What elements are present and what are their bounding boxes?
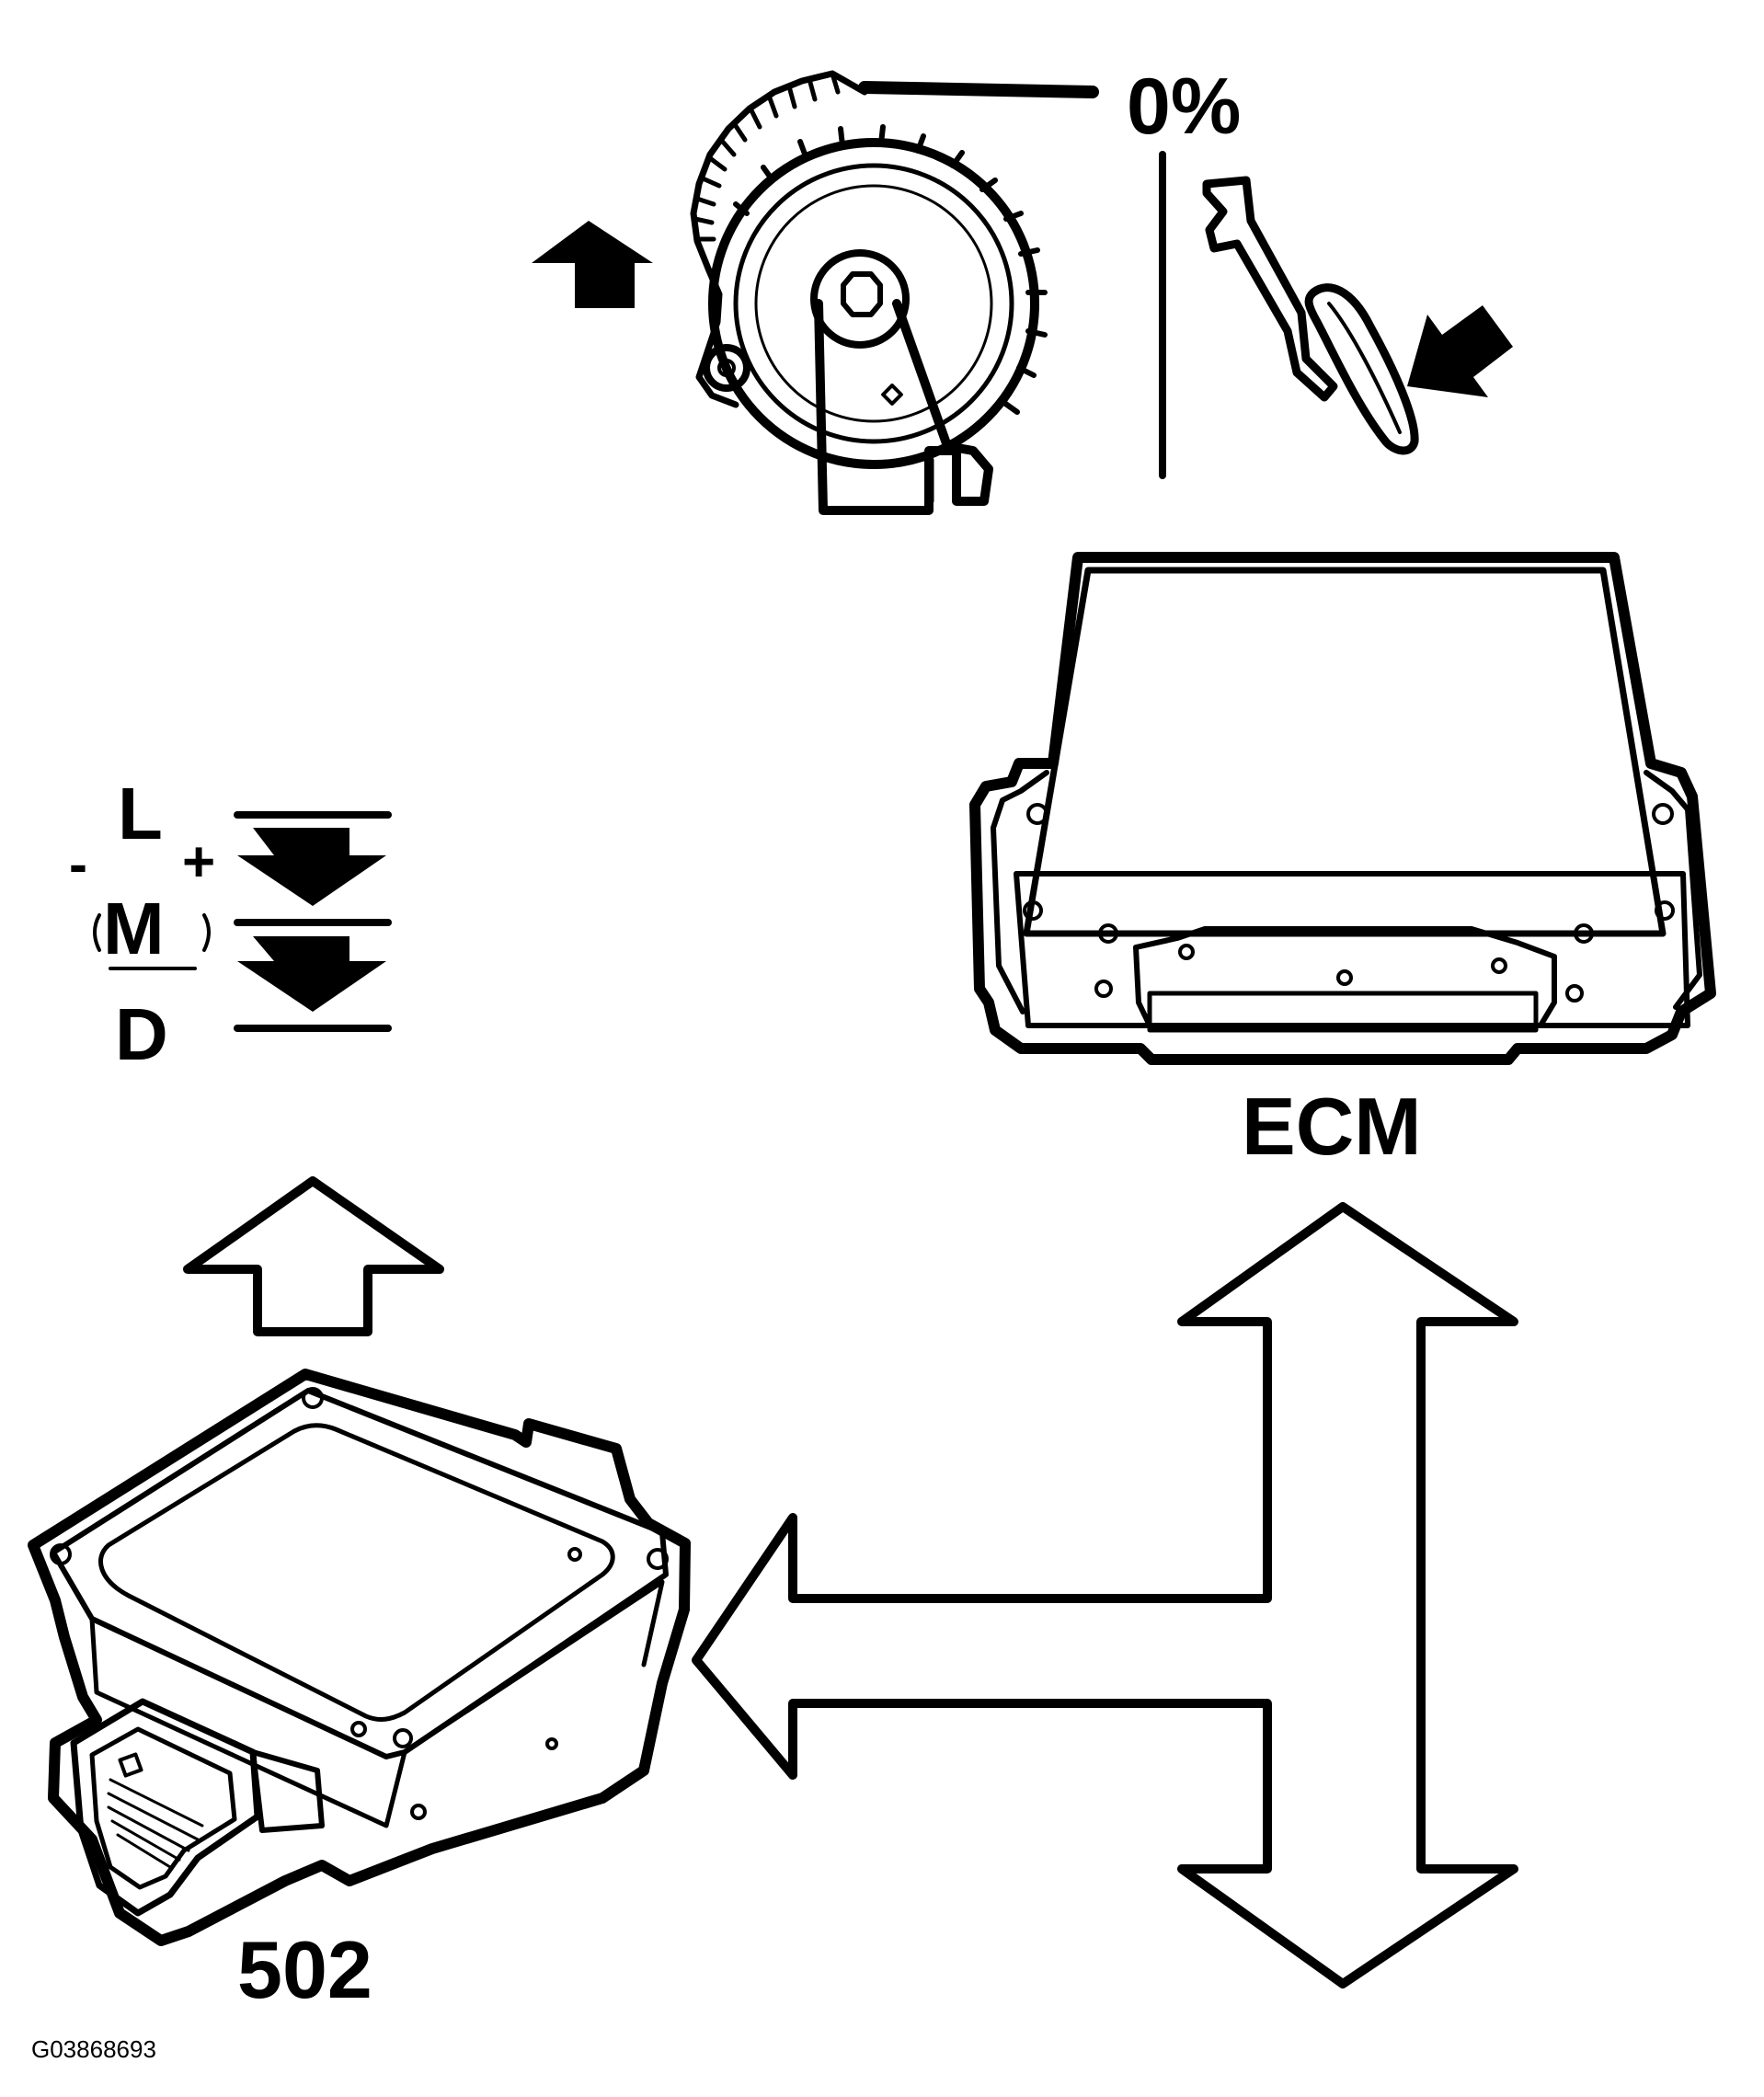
ecm-module-illustration: [969, 552, 1716, 1065]
gear-label-minus: -: [69, 833, 87, 895]
gear-label-l: L: [118, 773, 163, 854]
shift-down-arrow-icon: [237, 828, 386, 906]
manual-gate-bracket: [93, 913, 211, 970]
ecm-label: ECM: [1242, 1081, 1422, 1172]
throttle-percent-label: 0%: [1127, 63, 1241, 151]
pedal-press-arrow-icon: [1407, 305, 1513, 397]
bidirectional-communication-arrow-icon: [692, 1202, 1518, 1988]
figure-id: G03868693: [31, 2035, 156, 2063]
shift-down-arrow-icon: [237, 936, 386, 1012]
output-up-arrow-icon: [183, 1176, 444, 1336]
module-502-illustration: [28, 1369, 691, 1946]
gear-label-plus: +: [182, 831, 215, 894]
accelerator-pedal-icon: [1202, 176, 1419, 455]
module-502-label: 502: [237, 1924, 372, 2015]
gear-label-d: D: [115, 993, 168, 1075]
airflow-arrow-icon: [532, 221, 653, 308]
gear-label-m: M: [103, 888, 165, 969]
gear-selector-indicator: L - + M D: [69, 773, 392, 1075]
throttle-body-illustration: [690, 70, 1099, 515]
